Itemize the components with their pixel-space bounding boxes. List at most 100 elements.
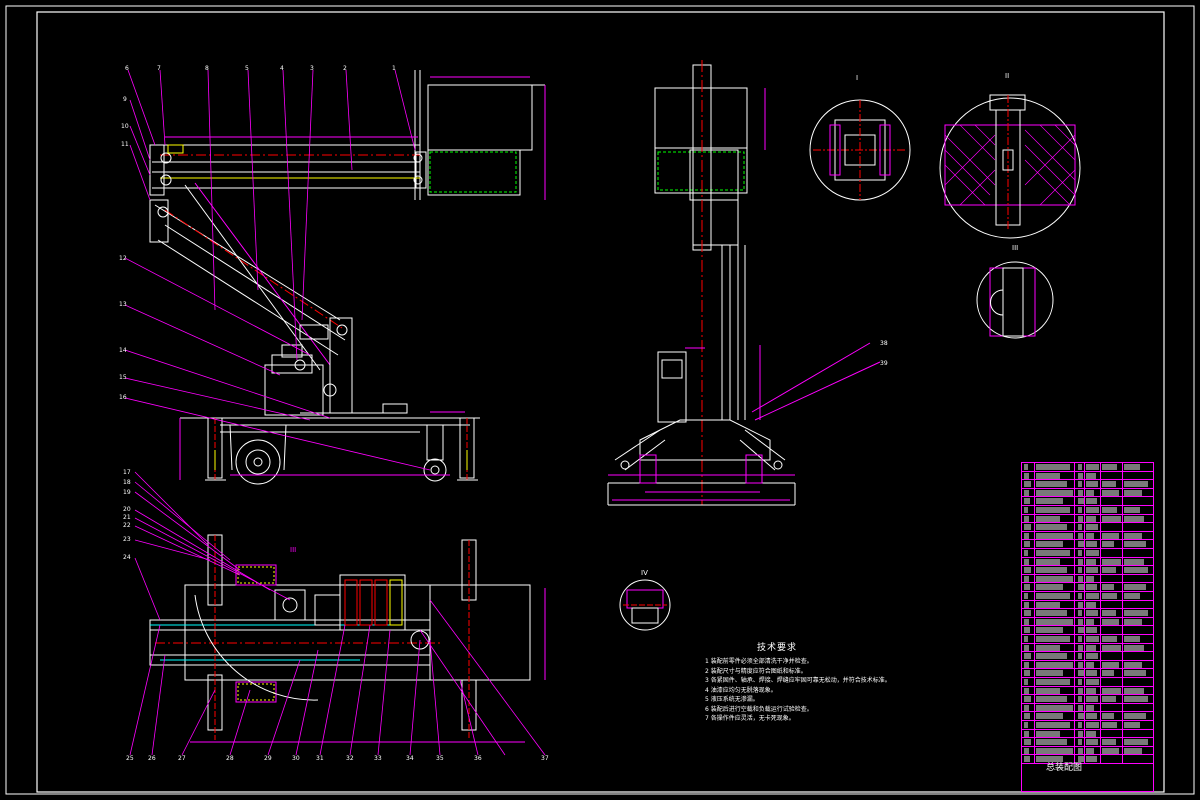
bom-cell [1024, 464, 1029, 470]
requirement-item: 2 装配尺寸与精度应符合图纸和标准。 [705, 667, 807, 675]
bom-cell [1036, 687, 1060, 694]
bom-cell [1086, 515, 1096, 522]
bom-row [1022, 695, 1153, 704]
bom-cell [1078, 730, 1084, 737]
bom-row [1022, 489, 1153, 498]
bom-cell [1124, 722, 1140, 728]
bom-cell [1078, 472, 1084, 479]
bom-cell [1086, 593, 1100, 599]
bill-of-materials-table [1021, 462, 1154, 792]
bom-cell [1102, 610, 1116, 617]
bom-cell [1036, 704, 1074, 711]
bom-cell [1124, 739, 1149, 746]
callout-9: 9 [123, 96, 127, 103]
bom-cell [1036, 610, 1067, 617]
bom-column-divider [1074, 463, 1075, 764]
bom-cell [1024, 696, 1031, 703]
bom-cell [1036, 739, 1067, 746]
bom-cell [1102, 618, 1119, 625]
bom-row [1022, 609, 1153, 618]
bom-cell [1078, 532, 1083, 539]
bom-cell [1124, 644, 1144, 651]
detail-II: II [939, 72, 1081, 239]
bom-row [1022, 523, 1153, 532]
bom-row [1022, 755, 1153, 764]
callout-7: 7 [157, 65, 161, 72]
bom-cell [1024, 670, 1030, 677]
bom-cell [1124, 489, 1142, 496]
side-view-leaders [124, 69, 431, 471]
callout-17: 17 [123, 469, 131, 476]
bom-row [1022, 575, 1153, 584]
bom-cell [1078, 507, 1083, 513]
detail-I: I [809, 74, 911, 201]
bom-cell [1102, 532, 1119, 539]
bom-cell [1024, 541, 1030, 548]
callout-12: 12 [119, 255, 127, 262]
callout-18: 18 [123, 479, 131, 486]
callout-23: 23 [123, 536, 131, 543]
bom-cell [1036, 747, 1074, 754]
bom-cell [1102, 464, 1118, 470]
bom-row [1022, 687, 1153, 696]
bom-cell [1078, 584, 1084, 591]
callout-37: 37 [541, 755, 549, 762]
bom-row [1022, 472, 1153, 481]
technical-requirements-list: 1 装配前零件必须全部清洗干净并检查。 2 装配尺寸与精度应符合图纸和标准。 3… [705, 657, 1005, 724]
bom-cell [1036, 756, 1064, 763]
bom-cell [1086, 610, 1098, 617]
bom-cell [1036, 601, 1060, 608]
bom-cell [1086, 644, 1096, 651]
bom-cell [1024, 756, 1030, 763]
callout-14: 14 [119, 347, 127, 354]
bom-cell [1086, 601, 1096, 608]
bom-cell [1024, 627, 1030, 634]
callout-35: 35 [436, 755, 444, 762]
technical-requirements: 技术要求 1 装配前零件必须全部清洗干净并检查。 2 装配尺寸与精度应符合图纸和… [705, 640, 1005, 724]
bom-column-divider [1100, 463, 1101, 764]
bom-cell [1102, 541, 1114, 548]
bom-cell [1078, 670, 1084, 677]
bom-cell [1124, 636, 1140, 642]
bom-cell [1078, 661, 1083, 668]
bom-cell [1086, 550, 1100, 556]
callout-32: 32 [346, 755, 354, 762]
bom-cell [1078, 550, 1083, 556]
bom-cell [1124, 593, 1140, 599]
bom-cell [1078, 704, 1083, 711]
front-view [607, 60, 881, 506]
bom-row [1022, 626, 1153, 635]
bom-cell [1086, 687, 1096, 694]
bom-cell [1102, 696, 1116, 703]
bom-cell [1024, 472, 1030, 479]
bom-cell [1124, 747, 1142, 754]
callout-25: 25 [126, 755, 134, 762]
bom-cell [1086, 584, 1097, 591]
bom-cell [1086, 696, 1098, 703]
bom-cell [1036, 575, 1074, 582]
bom-row [1022, 583, 1153, 592]
technical-requirements-title: 技术要求 [756, 643, 797, 653]
bom-cell [1024, 550, 1029, 556]
bom-cell [1036, 653, 1067, 660]
bom-cell [1036, 498, 1064, 505]
side-view [149, 70, 546, 485]
bom-cell [1086, 679, 1100, 685]
bom-cell [1024, 515, 1030, 522]
detail-III-label: III [1012, 244, 1018, 252]
bom-cell [1124, 515, 1144, 522]
bom-cell [1078, 464, 1083, 470]
bom-cell [1036, 567, 1067, 574]
callout-29: 29 [264, 755, 272, 762]
bom-row [1022, 480, 1153, 489]
bom-cell [1036, 489, 1074, 496]
bom-cell [1036, 584, 1064, 591]
bom-cell [1078, 713, 1084, 720]
bom-cell [1036, 558, 1060, 565]
bom-cell [1086, 713, 1097, 720]
bom-cell [1078, 739, 1082, 746]
bom-cell [1086, 464, 1100, 470]
detail-II-label: II [1005, 72, 1009, 80]
detail-I-label: I [856, 74, 858, 82]
bom-row [1022, 635, 1153, 644]
